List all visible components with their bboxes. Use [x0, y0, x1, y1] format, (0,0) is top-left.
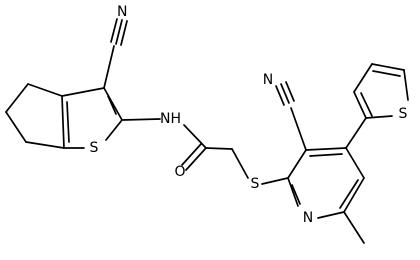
- cyano-group-left: [103, 18, 128, 89]
- atom-label-o-carbonyl: O: [174, 164, 185, 180]
- methyl-group: [343, 211, 365, 244]
- atom-label-n-pyridine: N: [303, 210, 313, 226]
- atom-label-n-cyano-left: N: [117, 4, 127, 20]
- amide-linker: [121, 118, 249, 179]
- cyclopentane-ring: [5, 83, 65, 149]
- atom-label-n-cyano-right: N: [263, 72, 273, 88]
- atom-label-s-linker: S: [251, 176, 260, 192]
- atom-label-s-thiophene: S: [399, 106, 408, 122]
- atom-label-nh: NH: [160, 111, 181, 127]
- thiophene-ring-left: [61, 87, 123, 149]
- cyano-group-right: [275, 81, 307, 151]
- atom-label-s-ring-left: S: [90, 140, 99, 156]
- pyridine-ring: [261, 147, 365, 219]
- thiophene-ring-right: [345, 63, 409, 149]
